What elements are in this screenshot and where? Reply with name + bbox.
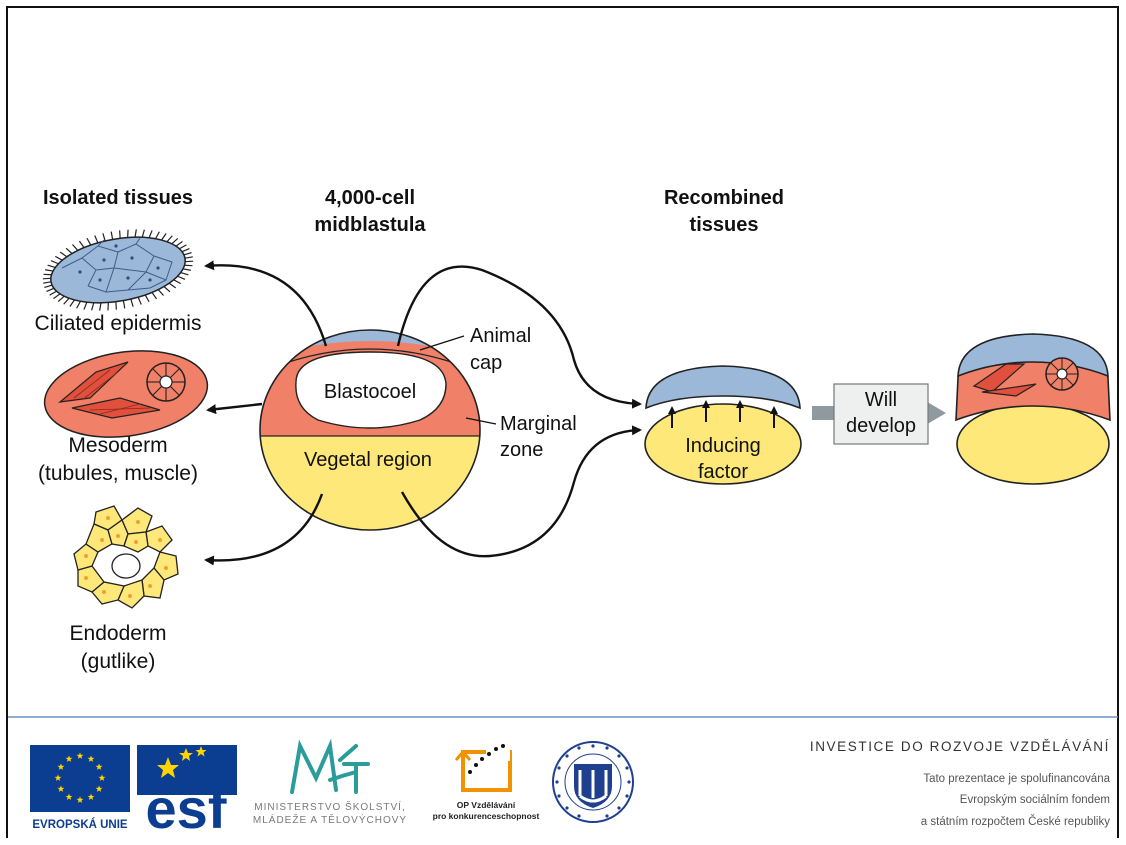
label-inducing-factor-line1: Inducing <box>685 435 761 457</box>
label-will-develop-line2: develop <box>846 415 916 437</box>
svg-text:esf: esf <box>146 777 227 840</box>
esf-logo-icon: esf <box>137 745 237 840</box>
label-mesoderm-line1: Mesoderm <box>68 434 167 457</box>
label-blastocoel: Blastocoel <box>324 381 416 403</box>
muni-seal-icon <box>552 741 634 823</box>
footer-line1: Tato prezentace je spolufinancována <box>923 773 1110 785</box>
label-inducing-factor-line2: factor <box>698 461 748 483</box>
op-logo-icon <box>454 744 512 792</box>
pointer-marginal-zone <box>465 417 497 425</box>
label-endoderm-line2: (gutlike) <box>81 650 156 673</box>
slide-border <box>6 6 1119 838</box>
label-vegetal-region: Vegetal region <box>304 449 432 471</box>
endoderm-nuclei <box>84 516 168 598</box>
mesoderm-illustration <box>43 350 209 438</box>
label-marginal-zone-line1: Marginal <box>500 413 577 435</box>
recombined-tissue <box>644 365 802 485</box>
will-develop-arrow <box>812 383 946 445</box>
pointer-animal-cap <box>419 335 465 351</box>
label-mesoderm-line2: (tubules, muscle) <box>38 462 198 485</box>
ciliated-epidermis-illustration <box>42 229 194 311</box>
label-endoderm-line1: Endoderm <box>70 622 167 645</box>
arrow-to-endoderm <box>204 493 324 566</box>
footer-line2: Evropským sociálním fondem <box>960 794 1110 806</box>
footer-title: INVESTICE DO ROZVOJE VZDĚLÁVÁNÍ <box>810 739 1110 754</box>
header-midblastula-line1: 4,000-cell <box>325 187 415 209</box>
msmt-line1: MINISTERSTVO ŠKOLSTVÍ, <box>254 800 405 813</box>
label-will-develop-line1: Will <box>865 389 897 411</box>
header-recombined-line1: Recombined <box>664 187 784 209</box>
label-animal-cap-line1: Animal <box>470 325 531 347</box>
eu-label: EVROPSKÁ UNIE <box>32 818 128 831</box>
msmt-logo-icon <box>290 738 370 794</box>
arrow-to-mesoderm <box>206 402 263 415</box>
footer-line3: a státním rozpočtem České republiky <box>921 815 1110 828</box>
arrow-vegetal-to-recombined <box>400 425 642 558</box>
developed-embryo <box>955 333 1111 485</box>
header-midblastula-line2: midblastula <box>314 214 426 236</box>
label-animal-cap-line2: cap <box>470 352 502 374</box>
arrow-animal-to-recombined <box>396 265 642 409</box>
label-marginal-zone-line2: zone <box>500 439 543 461</box>
eu-flag-icon <box>30 745 130 828</box>
header-recombined-line2: tissues <box>690 214 759 236</box>
label-ciliated-epidermis: Ciliated epidermis <box>35 312 202 335</box>
op-line1: OP Vzdělávání <box>457 800 516 810</box>
msmt-line2: MLÁDEŽE A TĚLOVÝCHOVY <box>253 813 407 826</box>
endoderm-illustration <box>73 505 179 609</box>
midblastula-embryo <box>259 329 481 531</box>
op-line2: pro konkurenceschopnost <box>433 811 540 821</box>
arrow-to-epidermis <box>204 260 328 347</box>
header-isolated-tissues: Isolated tissues <box>43 187 193 209</box>
